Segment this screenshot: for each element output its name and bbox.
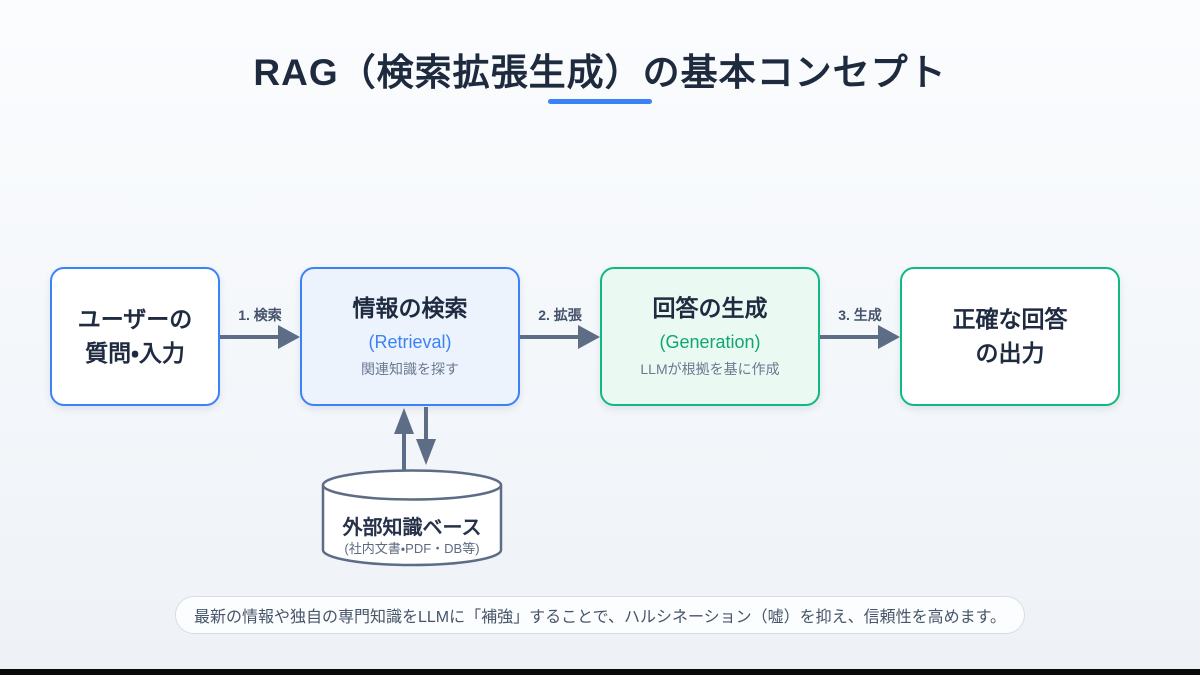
database-icon [321, 469, 503, 567]
box-output-line1: 正確な回答 [952, 306, 1068, 333]
arrow-step1-label: 1. 検索 [238, 307, 282, 323]
box-generation-title: 回答の生成 [652, 295, 768, 321]
arrow-kb-down-icon [416, 407, 436, 465]
box-generation: 回答の生成 (Generation) LLMが根拠を基に作成 [600, 267, 820, 406]
box-user-input: ユーザーの 質問・入力 [50, 267, 220, 406]
box-user-input-line2: 質問・入力 [85, 339, 185, 366]
page-title: RAG（検索拡張生成）の基本コンセプト [253, 52, 947, 93]
arrow-step3-shaft [820, 335, 881, 339]
arrow-step2: 2. 拡張 [520, 300, 600, 360]
box-user-input-line1: ユーザーの [77, 306, 193, 333]
knowledge-base-title: 外部知識ベース [342, 517, 482, 539]
footnote-pill: 最新の情報や独自の専門知識をLLMに「補強」することで、ハルシネーション（嘘）を… [174, 596, 1026, 634]
box-output: 正確な回答 の出力 [900, 267, 1120, 406]
arrow-step2-label: 2. 拡張 [538, 307, 582, 323]
arrow-step1-head-icon [278, 325, 300, 349]
arrow-step2-head-icon [578, 325, 600, 349]
box-generation-desc: LLMが根拠を基に作成 [640, 361, 780, 378]
arrow-kb-up-icon [394, 408, 414, 470]
knowledge-base-subtitle: (社内文書・PDF・DB等) [344, 541, 480, 556]
title-underline [548, 99, 652, 104]
box-generation-subtitle: (Generation) [659, 331, 761, 352]
box-output-line2: の出力 [975, 339, 1045, 366]
arrow-step1: 1. 検索 [220, 300, 300, 360]
box-retrieval: 情報の検索 (Retrieval) 関連知識を探す [300, 267, 520, 406]
box-retrieval-subtitle: (Retrieval) [368, 331, 452, 352]
arrow-step1-shaft [220, 335, 281, 339]
arrow-step3-label: 3. 生成 [838, 307, 882, 323]
box-retrieval-desc: 関連知識を探す [361, 361, 459, 378]
bottom-letterbox-bar [0, 669, 1200, 675]
arrow-step2-shaft [520, 335, 581, 339]
arrow-step3: 3. 生成 [820, 300, 900, 360]
box-retrieval-title: 情報の検索 [352, 295, 468, 321]
knowledge-base-cylinder: 外部知識ベース (社内文書・PDF・DB等) [320, 468, 504, 568]
arrow-step3-head-icon [878, 325, 900, 349]
